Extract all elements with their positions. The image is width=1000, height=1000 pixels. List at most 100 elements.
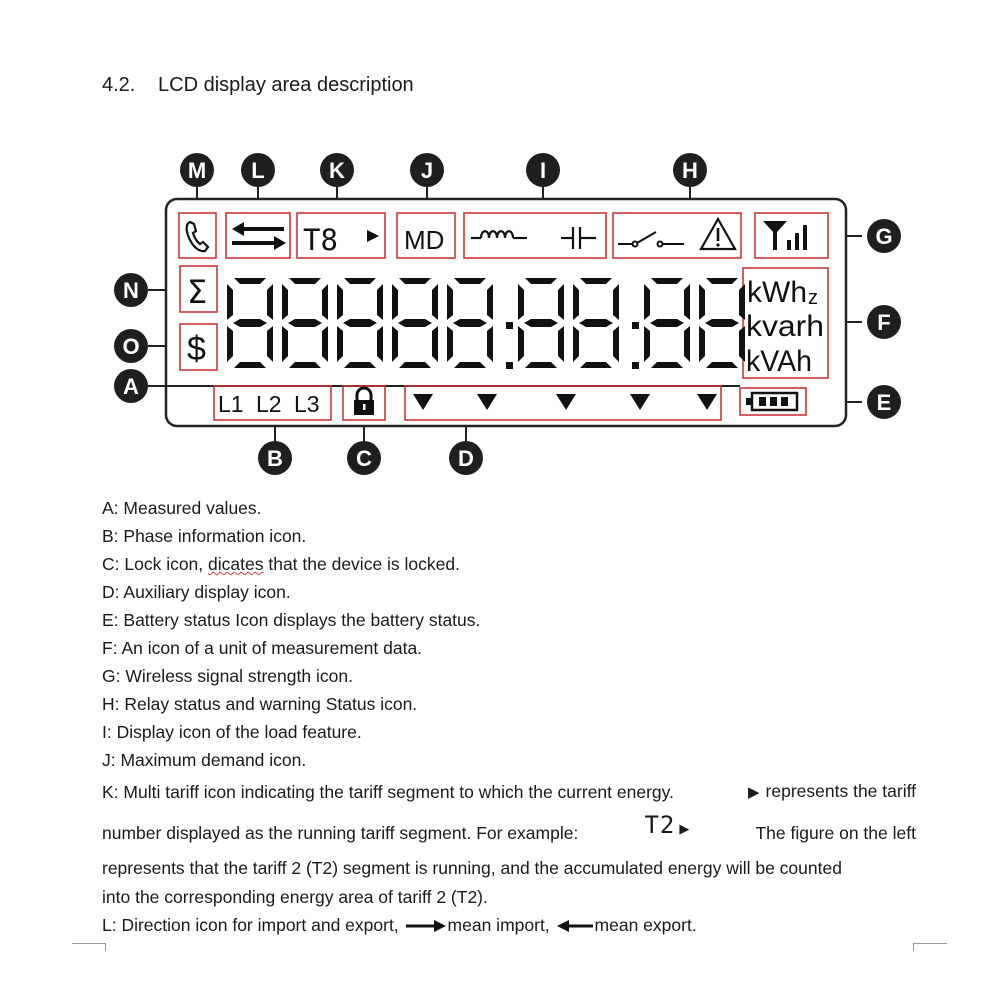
callout-circle-n [114,273,148,307]
inductive-load-icon [471,230,527,240]
aux-triangle-2 [477,394,497,410]
dollar-icon: $ [187,330,206,368]
callout-circle-b [258,441,292,475]
relay-icon [618,231,684,248]
import-arrow-icon [405,920,446,933]
definition-j: J: Maximum demand icon. [102,750,307,770]
definition-l: L: Direction icon for import and export,… [102,911,916,939]
definition-k-line3: represents that the tariff 2 (T2) segmen… [102,858,842,878]
crop-mark-right-tick [913,943,914,951]
battery-icon [746,391,799,412]
callout-circle-a [114,369,148,403]
lcd-diagram: T8 MD Σ $ kWh z kvarh [114,153,901,475]
callout-label-m: M [188,158,206,183]
definition-d: D: Auxiliary display icon. [102,582,291,602]
definition-k-line1-pre: K: Multi tariff icon indicating the tari… [102,782,674,802]
definition-c-post: that the device is locked. [263,554,460,574]
section-number: 4.2. [102,74,136,96]
callout-circle-j [410,153,444,187]
callout-label-n: N [123,278,139,303]
tariff-text: T8 [303,223,338,257]
definition-k-line4: into the corresponding energy area of ta… [102,887,488,907]
phase-l2: L2 [256,391,282,417]
tariff-example-arrow-icon: ▶ [679,821,690,836]
callout-circle-i [526,153,560,187]
callout-label-a: A [123,374,139,399]
callout-circle-g [867,219,901,253]
callout-circle-f [867,305,901,339]
callout-circle-h [673,153,707,187]
tariff-arrow-icon [367,230,379,242]
callout-label-e: E [877,390,892,415]
callout-circle-c [347,441,381,475]
definition-k-line2-post: The figure on the left [755,823,916,843]
callout-label-j: J [421,158,433,183]
measured-values-display [227,278,745,369]
definition-k: K: Multi tariff icon indicating the tari… [102,777,916,911]
definition-c: C: Lock icon, dicates that the device is… [102,550,916,578]
lock-icon [354,386,374,415]
phase-l3: L3 [294,391,320,417]
definition-b: B: Phase information icon. [102,526,307,546]
callout-circle-k [320,153,354,187]
capacitive-load-icon [561,227,596,249]
aux-triangle-1 [413,394,433,410]
warning-icon [699,216,737,251]
definition-c-pre: C: Lock icon, [102,554,209,574]
definition-l-import: mean import, [447,915,550,935]
callout-circle-d [449,441,483,475]
unit-kvarh: kvarh [746,310,824,343]
phase-l1: L1 [218,391,244,417]
unit-hz-subscript: z [808,287,818,309]
callout-circle-e [867,385,901,419]
definitions-list: A: Measured values. B: Phase information… [102,494,916,939]
crop-mark-right [913,943,947,944]
definition-f: F: An icon of a unit of measurement data… [102,638,423,658]
callout-circle-l [241,153,275,187]
unit-kwh: kWh [747,276,807,309]
callout-label-g: G [875,224,892,249]
export-arrow-icon [556,920,593,933]
definition-h: H: Relay status and warning Status icon. [102,694,418,714]
phone-icon [185,220,210,253]
callout-label-b: B [267,446,283,471]
unit-kvah: kVAh [746,345,812,378]
tariff-arrow-inline-icon: ▶ [748,784,760,801]
tariff-example-text: T2 [644,811,676,839]
callout-label-k: K [329,158,345,183]
callout-label-c: C [356,446,372,471]
signal-strength-icon [763,221,807,250]
definition-i: I: Display icon of the load feature. [102,722,362,742]
definition-l-pre: L: Direction icon for import and export, [102,915,399,935]
callout-label-f: F [877,310,890,335]
tariff-example-glyph: T2▶ [644,811,689,847]
callout-label-l: L [251,158,264,183]
callout-label-h: H [682,158,698,183]
auxiliary-indicators [413,394,717,410]
max-demand-text: MD [404,225,444,255]
callout-circle-o [114,329,148,363]
definition-a: A: Measured values. [102,498,262,518]
digit-colon-1 [506,322,513,369]
callout-label-i: I [540,158,546,183]
section-title: LCD display area description [158,74,414,96]
direction-icon [232,222,286,250]
definition-k-line1-post: represents the tariff [765,781,916,801]
crop-mark-left [72,943,106,944]
aux-triangle-5 [697,394,717,410]
definition-g: G: Wireless signal strength icon. [102,666,353,686]
callout-circle-m [180,153,214,187]
lcd-frame [164,197,848,428]
sigma-icon: Σ [187,273,207,311]
callout-label-d: D [458,446,474,471]
definition-e: E: Battery status Icon displays the batt… [102,610,481,630]
definition-k-line2-pre: number displayed as the running tariff s… [102,823,579,843]
section-heading: 4.2. LCD display area description [102,74,414,97]
aux-triangle-4 [630,394,650,410]
aux-triangle-3 [556,394,576,410]
definition-c-misspelled: dicates [208,554,264,574]
callout-label-o: O [122,334,139,359]
digit-colon-2 [632,322,639,369]
crop-mark-left-tick [105,943,106,951]
definition-l-export: mean export. [594,915,697,935]
